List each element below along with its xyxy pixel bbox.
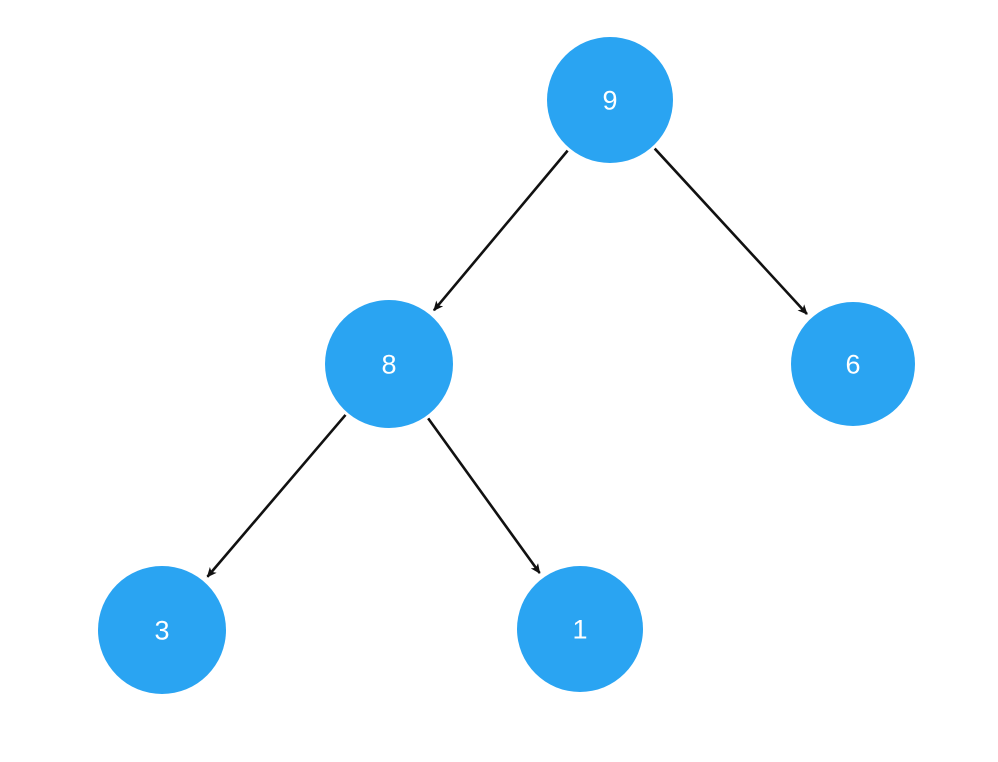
edges-layer (206, 147, 808, 578)
tree-node-circle-1 (517, 566, 643, 692)
tree-edge-9-6 (653, 147, 808, 315)
tree-node-circle-8 (325, 300, 453, 428)
tree-node-6: 6 (791, 302, 915, 426)
tree-edge-8-3 (206, 414, 347, 578)
tree-node-label-6: 6 (845, 350, 860, 380)
nodes-layer: 9 8 6 3 1 (98, 37, 915, 694)
tree-node-label-1: 1 (572, 615, 587, 645)
tree-edge-8-1 (427, 417, 541, 574)
tree-node-1: 1 (517, 566, 643, 692)
tree-node-9: 9 (547, 37, 673, 163)
tree-edge-9-8 (432, 149, 569, 312)
tree-node-8: 8 (325, 300, 453, 428)
tree-node-label-8: 8 (381, 350, 396, 380)
tree-node-3: 3 (98, 566, 226, 694)
tree-node-circle-9 (547, 37, 673, 163)
tree-node-circle-3 (98, 566, 226, 694)
tree-node-circle-6 (791, 302, 915, 426)
tree-node-label-3: 3 (154, 616, 169, 646)
tree-node-label-9: 9 (602, 86, 617, 116)
